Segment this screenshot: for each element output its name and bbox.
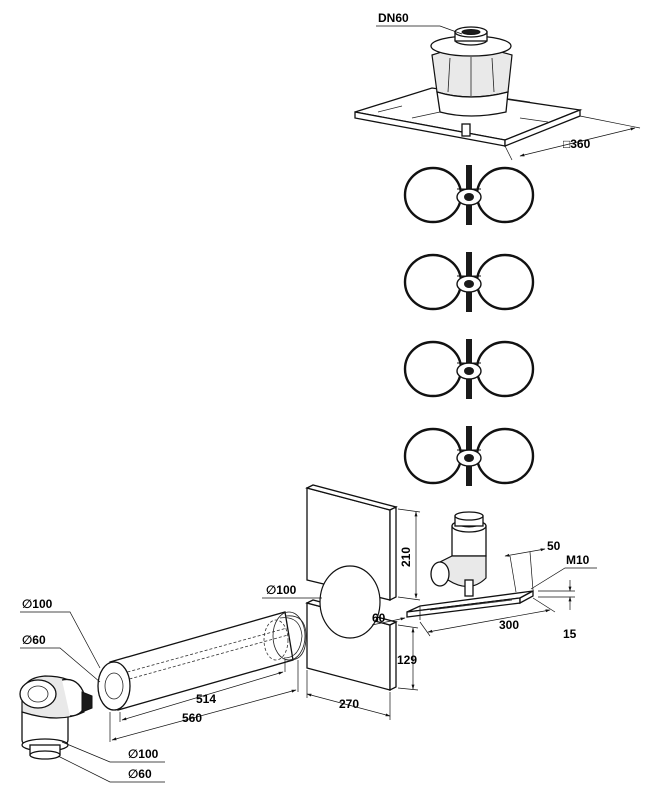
label-15: 15 xyxy=(563,627,577,641)
label-dn60: DN60 xyxy=(378,11,409,25)
label-60: 60 xyxy=(372,611,386,625)
label-plate-d100: ∅100 xyxy=(266,583,297,597)
label-elbow-d60-top: ∅60 xyxy=(22,633,46,647)
dim-560: 560 xyxy=(109,660,299,742)
wall-opening xyxy=(319,565,381,639)
dim-elbow-d100-bottom: ∅100 xyxy=(61,741,165,763)
pipe-clamp xyxy=(403,252,535,312)
label-300: 300 xyxy=(499,618,519,632)
pipe-clamps xyxy=(403,165,535,486)
roof-flange xyxy=(354,26,583,147)
dim-270: 270 xyxy=(306,670,391,720)
dim-129: 129 xyxy=(397,624,419,691)
dim-pipe-diameter-plate: ∅100 xyxy=(262,583,322,599)
label-elbow-d100-top: ∅100 xyxy=(22,597,53,611)
label-560: 560 xyxy=(182,711,202,725)
pipe-clamp xyxy=(403,426,535,486)
dim-360: □360 xyxy=(504,115,641,161)
dim-15: 15 xyxy=(538,580,577,641)
label-elbow-d60-bottom: ∅60 xyxy=(128,767,152,781)
label-270: 270 xyxy=(339,697,359,711)
dim-elbow-d100-top: ∅100 xyxy=(20,597,101,669)
wall-cover-plate-upper xyxy=(305,484,398,602)
concentric-elbow xyxy=(19,675,93,760)
dim-m10: M10 xyxy=(530,553,597,590)
label-50: 50 xyxy=(547,539,561,553)
rail-elbow xyxy=(430,511,487,597)
dim-elbow-d60-bottom: ∅60 xyxy=(57,755,165,783)
label-129: 129 xyxy=(397,653,417,667)
dn60-callout: DN60 xyxy=(376,11,463,35)
label-514: 514 xyxy=(196,692,216,706)
label-elbow-d100-bottom: ∅100 xyxy=(128,747,159,761)
dim-50: 50 xyxy=(504,539,561,593)
dim-60: 60 xyxy=(371,611,406,626)
pipe-clamp xyxy=(403,165,535,225)
pipe-clamp xyxy=(403,339,535,399)
dim-300: 300 xyxy=(419,597,556,637)
dim-elbow-d60-top: ∅60 xyxy=(20,633,101,683)
label-360: □360 xyxy=(563,137,591,151)
label-m10: M10 xyxy=(566,553,590,567)
dim-210: 210 xyxy=(397,508,421,601)
label-210: 210 xyxy=(399,547,413,567)
